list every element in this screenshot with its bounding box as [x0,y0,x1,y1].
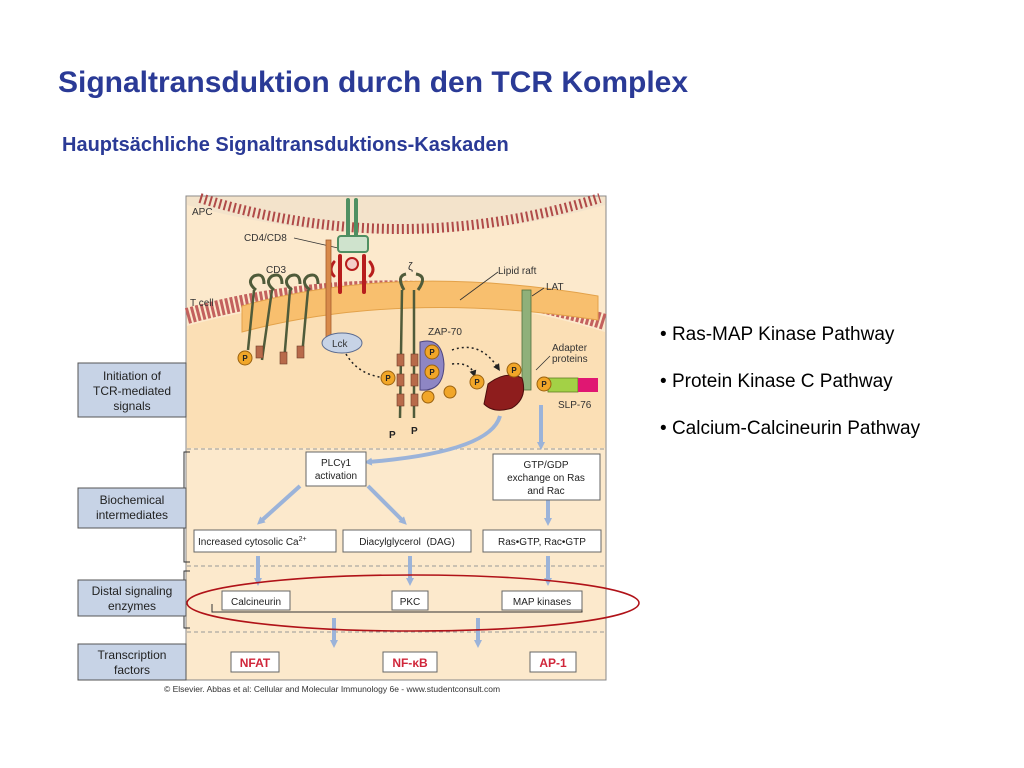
slp76-adapter [547,377,579,393]
lat-label: LAT [546,282,564,293]
nfat-label: NFAT [240,656,271,670]
stage-box-initiation [77,362,187,418]
apc-region [187,197,605,234]
lat-leader [531,287,545,297]
plc-gamma [483,374,525,411]
nfkb-box [382,651,438,673]
adapter-label: Adapter [552,343,588,354]
stage-label: Initiation of [103,369,162,383]
pkc-box [391,590,429,611]
gtp-exchange-label: exchange on Ras [507,473,585,484]
nfkb-label: NF-κB [392,656,428,670]
pathway-list: • Ras-MAP Kinase Pathway • Protein Kinas… [660,324,920,465]
phospho-label: P [474,378,480,387]
mhc-complex [329,198,375,294]
plc-activation-label: PLCγ1 [321,458,351,469]
phospho-label: P [429,368,435,377]
phospho-label: P [541,380,547,389]
pathway-arrows [254,405,552,648]
zap70-label: ZAP-70 [428,327,462,338]
ras-gtp-box [482,529,602,553]
stage-label: Distal signaling [92,584,173,598]
dag-box [342,529,472,553]
t-cell-label: T cell [190,298,214,309]
lat-adapter [521,289,532,391]
phospho-label: P [242,354,248,363]
gtp-exchange-label: and Rac [527,486,564,497]
figure-credit: © Elsevier. Abbas et al: Cellular and Mo… [164,684,501,694]
adapter-leader [535,355,551,371]
nfat-box [230,651,280,673]
itam-segments [255,345,305,365]
plc-activation-label: activation [315,471,357,482]
cd3-chains [246,273,320,363]
stage-box-transcription [77,643,187,681]
lipid-raft-label: Lipid raft [498,266,537,277]
zeta-label: ζ [408,261,413,273]
pkc-label: PKC [400,597,421,608]
pathway-item-label: Calcium-Calcineurin Pathway [671,418,921,439]
apc-label: APC [192,207,213,218]
stage-label: Biochemical [100,493,165,507]
phospho-label: P [389,430,396,441]
phospho-label: P [511,366,517,375]
pathway-item-label: Ras-MAP Kinase Pathway [671,324,895,345]
stage-label: intermediates [96,508,168,522]
dag-label: Diacylglycerol (DAG) [359,537,455,548]
slp76-label: SLP-76 [558,400,592,411]
cd4-coreceptor [325,239,332,347]
slp76-end [578,378,598,392]
ap1-box [529,651,577,673]
pathway-item-pkc: • Protein Kinase C Pathway [660,371,893,392]
distal-enzymes-highlight [186,574,640,632]
raft-leader [459,271,499,301]
map-kinases-box [501,590,583,611]
zap70-arrow [451,346,500,371]
phospho-groups [237,344,552,404]
zeta-itams [396,353,419,407]
map-kinases-label: MAP kinases [513,597,571,608]
pathway-item-calcium: • Calcium-Calcineurin Pathway [660,418,921,439]
lck-label: Lck [332,339,349,350]
gtp-exchange-label: GTP/GDP [523,460,568,471]
pathway-item-ras-map: • Ras-MAP Kinase Pathway [660,324,895,345]
slide-subtitle: Hauptsächliche Signaltransduktions-Kaska… [62,134,509,156]
stage-box-biochemical [77,487,187,529]
adapter-label: proteins [552,354,588,365]
ap1-label: AP-1 [539,656,567,670]
calcium-box [193,529,337,553]
phospho-label: P [429,348,435,357]
gtp-exchange-box [492,453,601,501]
stage-label: signals [113,399,150,413]
stage-label: TCR-mediated [93,384,171,398]
calcineurin-label: Calcineurin [231,597,281,608]
phospho-label: P [411,426,418,437]
lck-kinase [321,332,363,354]
cd3-label: CD3 [266,265,286,276]
stage-label: Transcription [98,648,167,662]
apc-membrane [198,193,602,234]
cd4-cd8-label: CD4/CD8 [244,233,287,244]
ras-gtp-label: Ras•GTP, Rac•GTP [498,537,586,548]
stage-label: enzymes [108,599,156,613]
slide-title: Signaltransduktion durch den TCR Komplex [58,66,689,99]
calcineurin-box [221,590,291,611]
lck-arrow [345,353,396,382]
plc-activation-box [305,451,367,487]
phospho-label: P [385,374,391,383]
stage-box-distal [77,579,187,617]
stage-label: factors [114,663,150,677]
calcium-label: Increased cytosolic Ca2+ [198,536,307,548]
pathway-item-label: Protein Kinase C Pathway [671,371,893,392]
